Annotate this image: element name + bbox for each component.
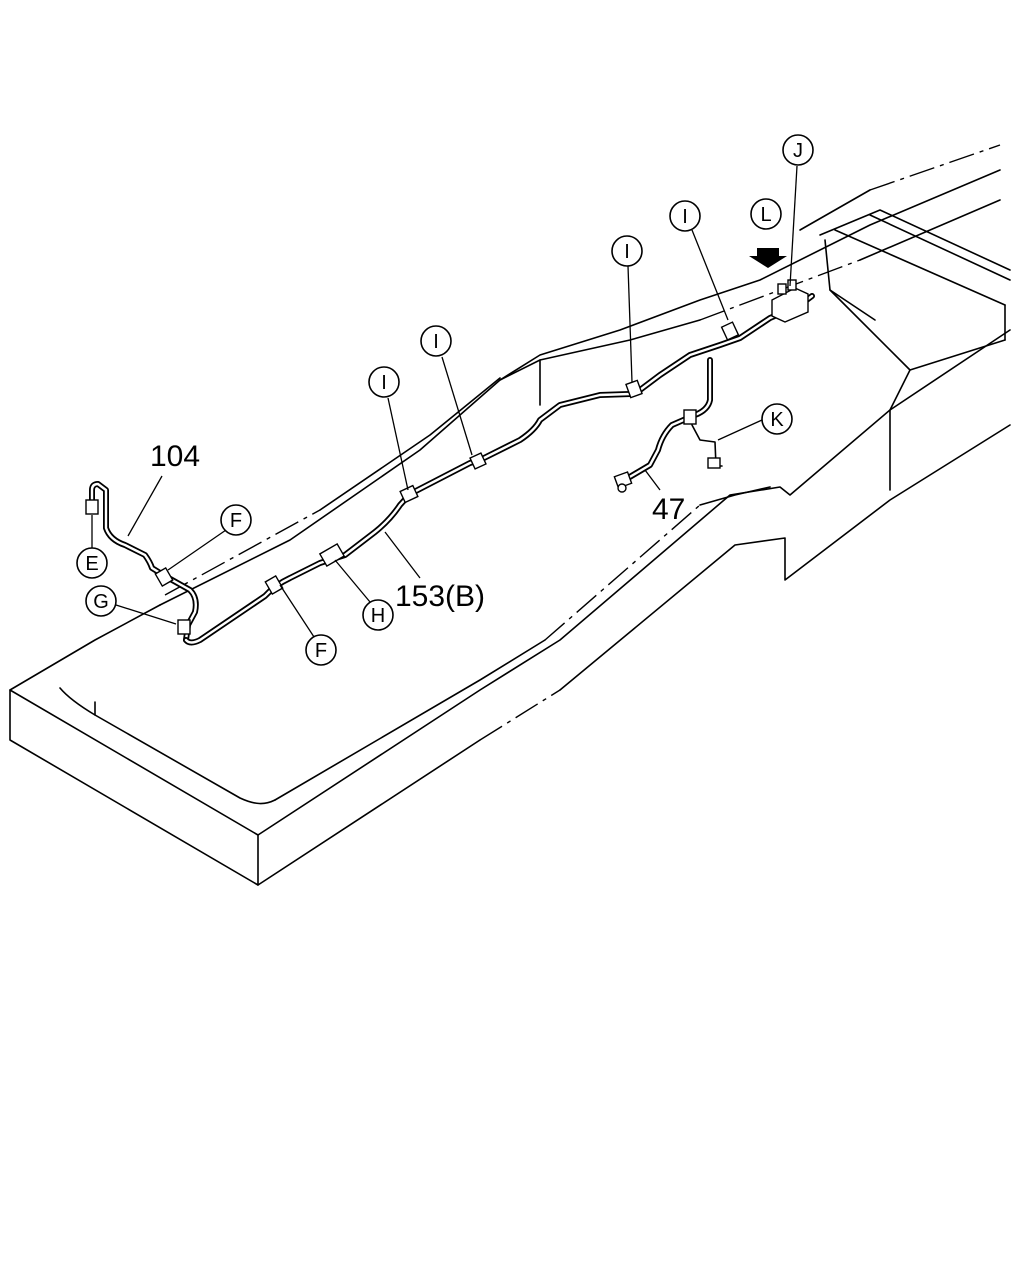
callout-f-lower: F [305,634,337,666]
svg-text:K: K [770,409,784,431]
svg-text:J: J [793,140,803,162]
callout-i-2: I [420,325,452,357]
svg-text:F: F [230,510,242,532]
callout-i-4: I [669,200,701,232]
svg-text:E: E [85,553,98,575]
svg-text:F: F [315,640,327,662]
pipe-153-b [154,279,815,646]
callout-f-upper: F [220,504,252,536]
callout-i-1: I [368,366,400,398]
callout-g: G [85,585,117,617]
callout-i-3: I [611,235,643,267]
part-number-104: 104 [150,440,200,473]
callout-k: K [761,403,793,435]
svg-text:I: I [433,331,439,353]
pipe-104 [85,481,199,643]
part-number-153-b: 153(B) [395,580,485,613]
chassis-frame [9,144,1011,886]
leader-lines [91,165,798,641]
callout-l: L [750,198,782,230]
callout-j: J [782,134,814,166]
svg-text:I: I [682,206,688,228]
down-arrow-icon [749,248,787,268]
svg-text:I: I [381,372,387,394]
svg-text:G: G [93,591,109,613]
callout-h: H [362,599,394,631]
part-number-47: 47 [652,493,685,526]
pipe-47 [613,357,723,493]
svg-text:I: I [624,241,630,263]
svg-text:H: H [371,605,385,627]
svg-text:L: L [760,204,771,226]
callout-e: E [76,547,108,579]
